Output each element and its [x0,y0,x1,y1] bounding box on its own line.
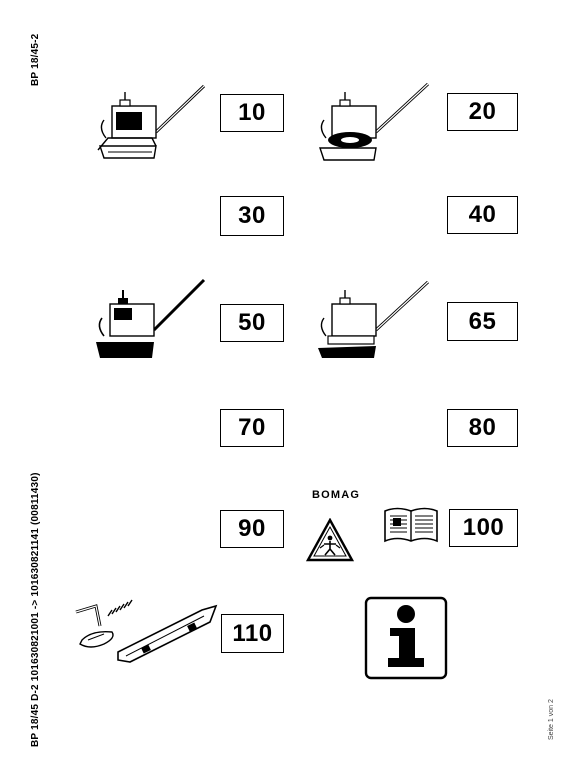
warning-triangle-icon [306,518,354,562]
tool-kit-icon[interactable] [70,596,220,668]
plate-compactor-icon[interactable] [94,80,208,166]
section-box-100[interactable]: 100 [449,509,518,547]
section-box-65[interactable]: 65 [447,302,518,341]
serial-range: BP 18/45 D-2 101630821001 -> 10163082114… [30,472,41,747]
model-code: BP 18/45-2 [30,33,41,86]
section-box-40[interactable]: 40 [447,196,518,234]
brand-logo: BOMAG [312,489,361,501]
open-book-icon[interactable] [383,505,439,545]
info-sign-icon[interactable] [364,596,448,680]
plate-compactor-icon[interactable] [314,80,432,166]
section-box-50[interactable]: 50 [220,304,284,342]
section-box-80[interactable]: 80 [447,409,518,447]
plate-compactor-icon[interactable] [92,278,208,364]
section-box-20[interactable]: 20 [447,93,518,131]
section-box-70[interactable]: 70 [220,409,284,447]
section-box-90[interactable]: 90 [220,510,284,548]
section-box-110[interactable]: 110 [221,614,284,653]
section-box-30[interactable]: 30 [220,196,284,236]
section-box-10[interactable]: 10 [220,94,284,132]
plate-compactor-icon[interactable] [314,278,432,364]
page-indicator: Seite 1 von 2 [548,699,555,740]
